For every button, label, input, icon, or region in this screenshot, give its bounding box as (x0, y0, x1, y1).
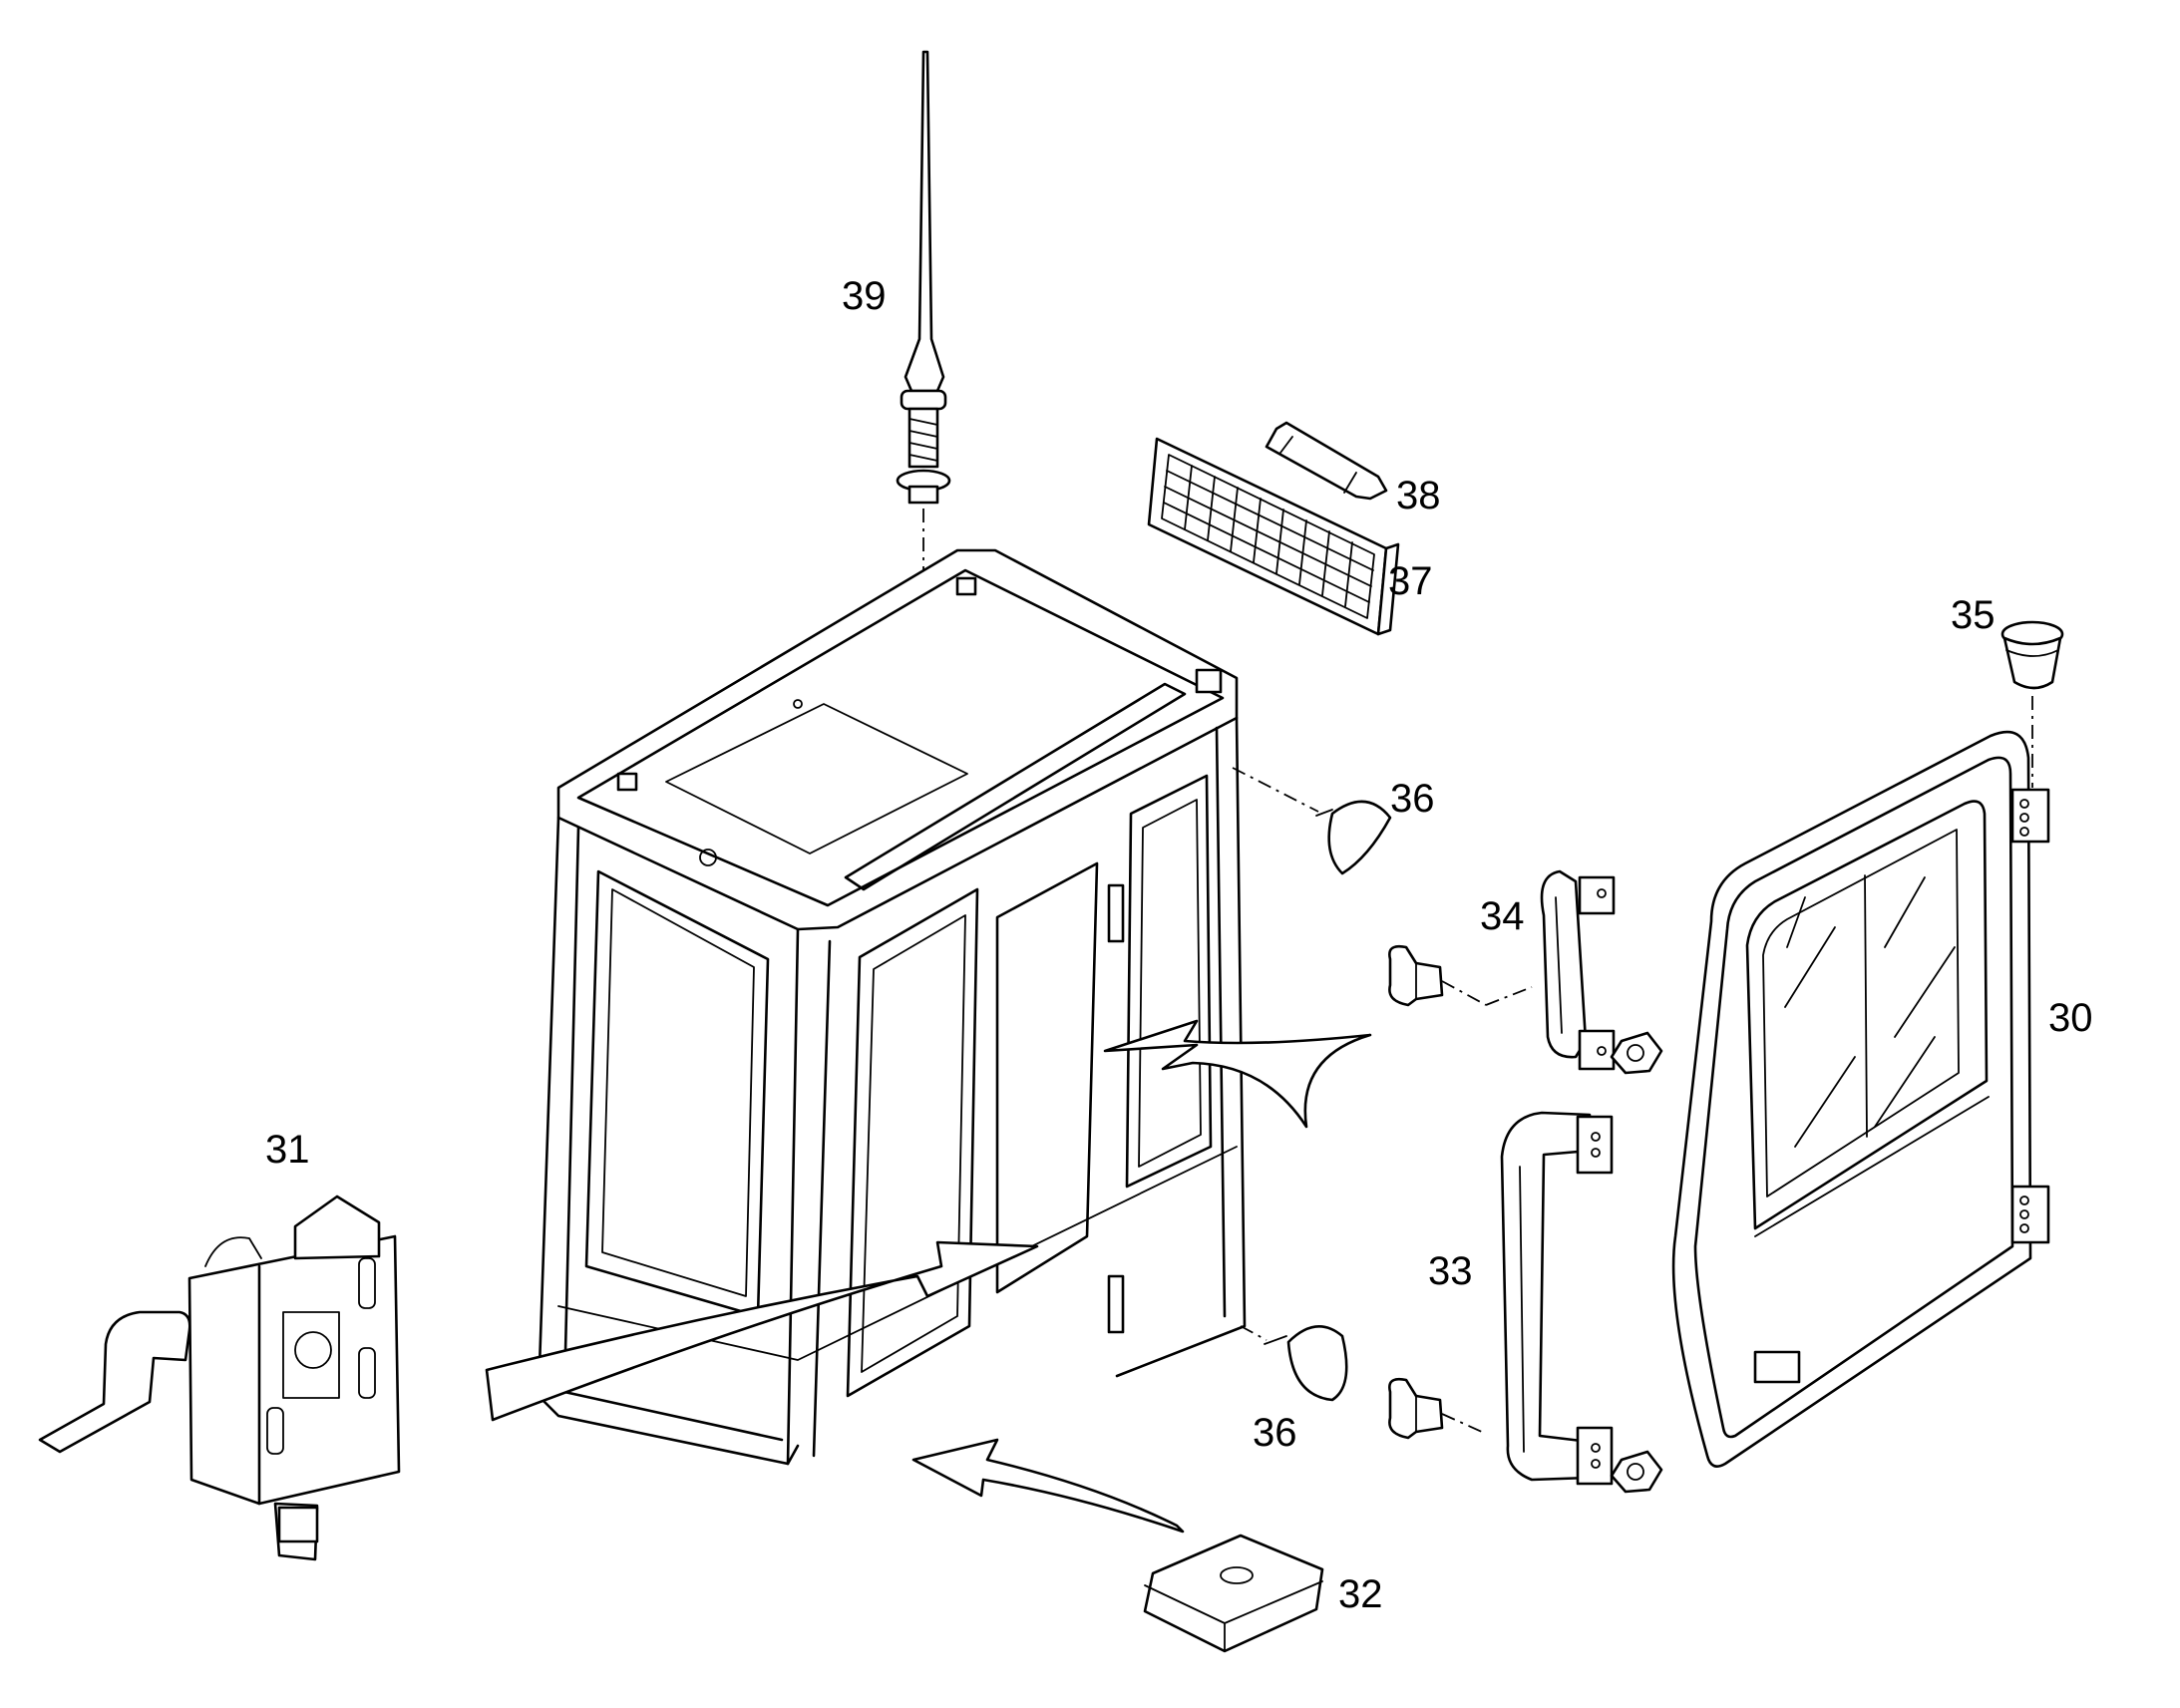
rubber-bump-upper-part (1232, 767, 1392, 875)
door-part (1671, 730, 2050, 1468)
callout-label-36-upper: 36 (1390, 777, 1435, 821)
cap-part (2000, 620, 2064, 788)
antenna-part (896, 50, 951, 570)
callout-label-30: 30 (2048, 996, 2093, 1040)
callout-label-34: 34 (1480, 894, 1525, 938)
callout-label-35: 35 (1951, 593, 1996, 637)
grab-handle-upper-part (1388, 869, 1663, 1075)
pad-part (1143, 1534, 1324, 1653)
cab-frame (537, 548, 1247, 1466)
callout-label-33: 33 (1428, 1249, 1473, 1293)
latch-assembly-part (38, 1195, 401, 1561)
callout-label-32: 32 (1338, 1572, 1383, 1616)
grab-handle-lower-part (1388, 1111, 1663, 1494)
rubber-bump-lower-part (1240, 1325, 1348, 1402)
callout-label-31: 31 (265, 1128, 310, 1172)
callout-label-39: 39 (842, 274, 887, 318)
bulb-part (1265, 421, 1388, 501)
filter-panel-part (1147, 437, 1400, 636)
callout-label-37: 37 (1388, 559, 1433, 603)
callout-label-38: 38 (1396, 474, 1441, 517)
assembly-arrows (485, 1019, 1372, 1534)
callout-label-36-lower: 36 (1253, 1411, 1297, 1455)
